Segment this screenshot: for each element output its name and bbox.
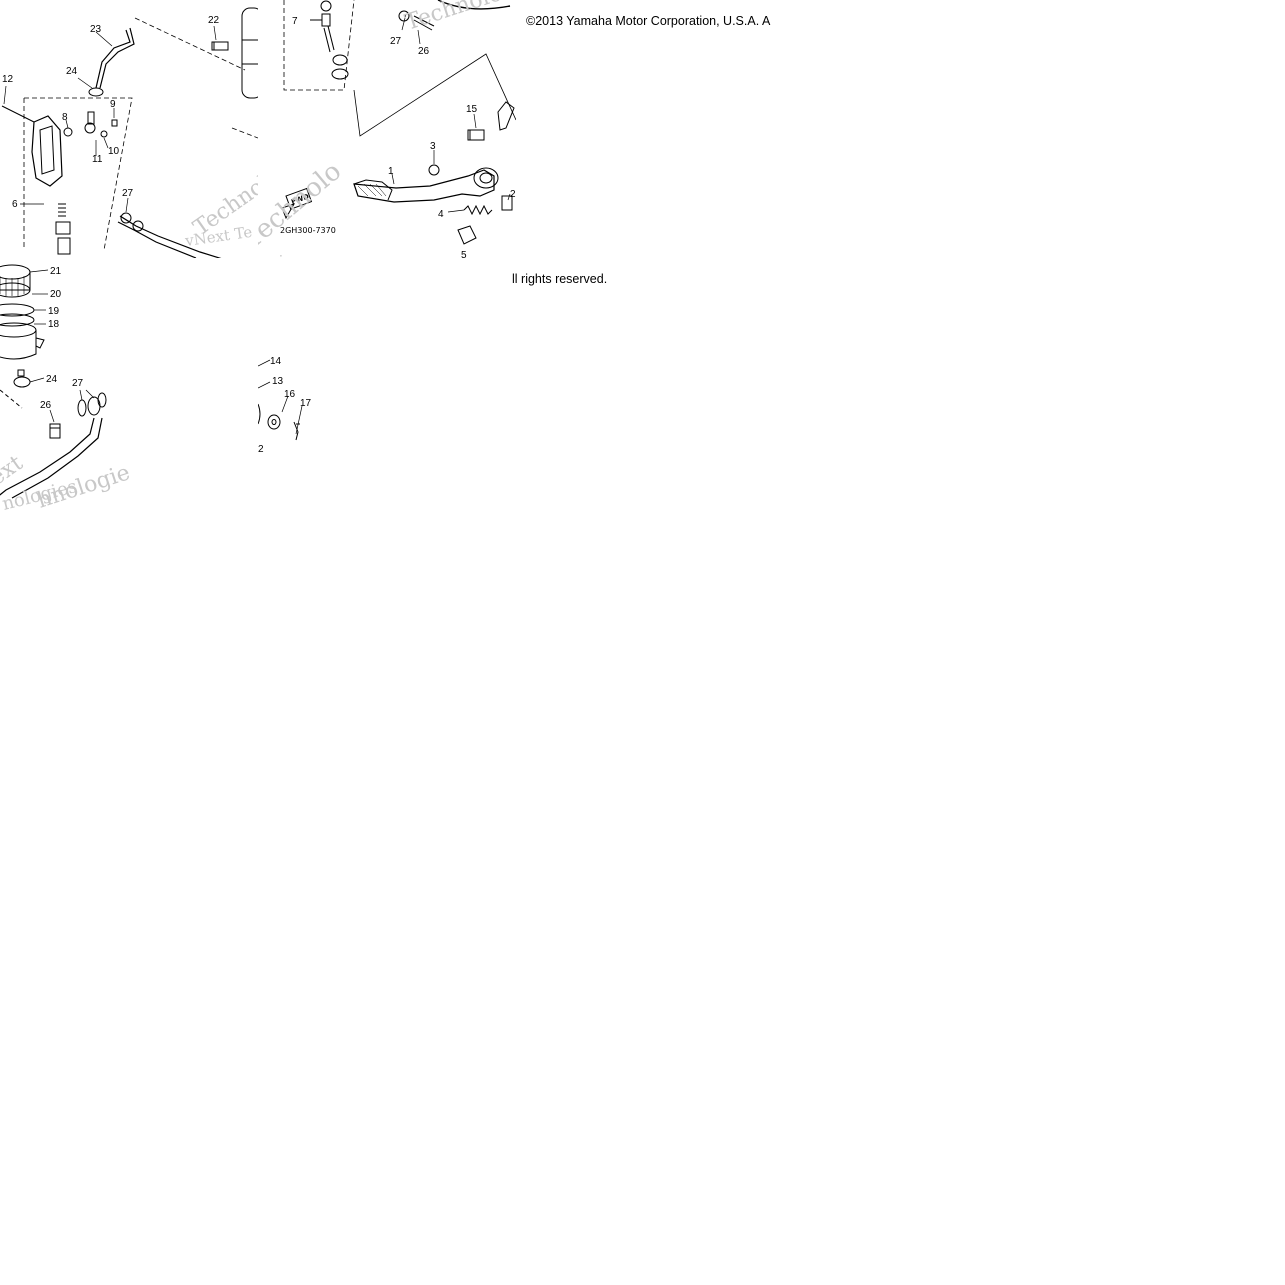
callout-14: 14 xyxy=(270,356,282,367)
watermark-text-faded: hnologie xyxy=(34,460,133,513)
watermark-text: Technolo xyxy=(258,156,347,255)
callout-6: 6 xyxy=(12,199,18,210)
callout-5: 5 xyxy=(461,250,467,258)
callout-26: 26 xyxy=(40,400,52,411)
rights-text: ll rights reserved. xyxy=(512,272,608,286)
diagram-tile-reservoir: 21 20 19 18 24 27 26 ext nologies hnolog… xyxy=(0,258,258,516)
master-cylinder-drawing: 23 22 24 12 9 8 10 11 6 27 vNext Te Tech… xyxy=(1,7,258,258)
callout-16: 16 xyxy=(284,389,296,400)
reservoir-drawing: 21 20 19 18 24 27 26 ext nologies hnolog… xyxy=(0,264,133,515)
callout-19: 19 xyxy=(48,306,60,317)
callout-1: 1 xyxy=(388,166,394,177)
callout-24: 24 xyxy=(46,374,58,385)
callout-2: 2 xyxy=(510,189,516,200)
fwd-badge: FWD xyxy=(285,187,313,210)
callout-18: 18 xyxy=(48,319,60,330)
callout-3: 3 xyxy=(430,141,436,152)
callout-2: 2 xyxy=(258,444,264,455)
callout-15: 15 xyxy=(466,104,478,115)
callout-8: 8 xyxy=(62,112,68,123)
diagram-tile-brake-pedal: FWD 7 27 26 15 3 4 5 1 2 2GH300-7370 Tec… xyxy=(258,0,516,258)
callout-21: 21 xyxy=(50,266,62,277)
watermark-text: ext xyxy=(0,451,28,491)
callout-4: 4 xyxy=(438,209,444,220)
callout-9: 9 xyxy=(110,99,116,110)
callout-27: 27 xyxy=(390,36,402,47)
brake-pedal-drawing: FWD 7 27 26 15 3 4 5 1 2 2GH300-7370 Tec… xyxy=(258,0,516,258)
watermark-text-bottom: ogies xyxy=(260,252,300,258)
callout-12: 12 xyxy=(2,74,14,85)
callout-20: 20 xyxy=(50,289,62,300)
diagram-code: 2GH300-7370 xyxy=(280,226,336,235)
callout-27: 27 xyxy=(72,378,84,389)
callout-7: 7 xyxy=(292,16,298,27)
callout-13: 13 xyxy=(272,376,284,387)
callout-26: 26 xyxy=(418,46,430,57)
callout-23: 23 xyxy=(90,24,102,35)
callout-27: 27 xyxy=(122,188,134,199)
diagram-tile-master-cylinder: 23 22 24 12 9 8 10 11 6 27 vNext Te Tech… xyxy=(0,0,258,258)
callout-10: 10 xyxy=(108,146,120,157)
callout-11: 11 xyxy=(92,154,103,165)
diagram-tile-small-parts: 14 13 16 17 2 xyxy=(258,258,516,516)
callout-17: 17 xyxy=(300,398,312,409)
watermark-text-top: Technolo xyxy=(402,0,505,36)
callout-24: 24 xyxy=(66,66,78,77)
callout-22: 22 xyxy=(208,15,220,26)
copyright-text: ©2013 Yamaha Motor Corporation, U.S.A. A xyxy=(526,14,771,28)
small-parts-drawing: 14 13 16 17 2 xyxy=(258,356,312,455)
